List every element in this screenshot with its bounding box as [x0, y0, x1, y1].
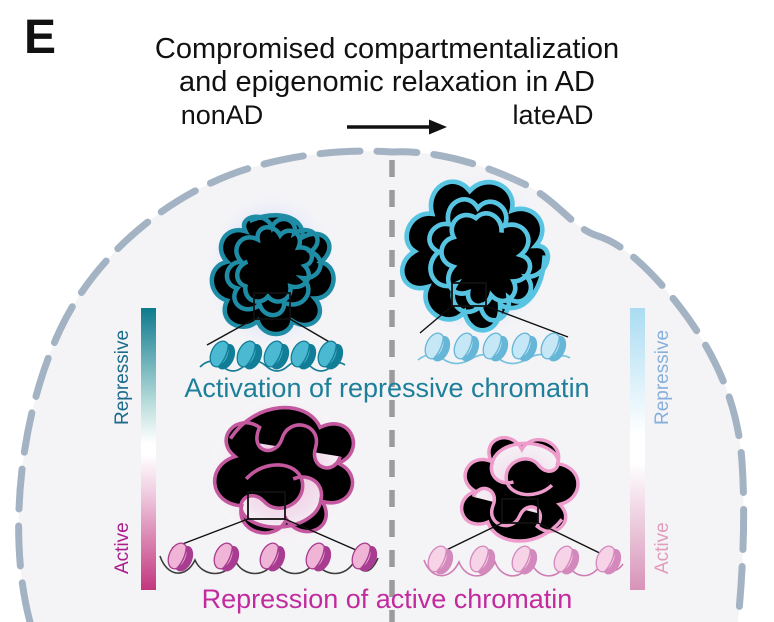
figure-title-line1: Compromised compartmentalization — [154, 33, 620, 65]
nucleosome-chain-repressive-latead — [417, 330, 571, 365]
nucleosome-chain-repressive-nonad — [199, 338, 347, 373]
caption-activation: Activation of repressive chromatin — [184, 373, 590, 403]
figure-title-line2: and epigenomic relaxation in AD — [179, 66, 595, 98]
scale-right-repressive-label: Repressive — [652, 329, 673, 426]
scale-bar-left — [141, 308, 156, 590]
zoom-region-active-nonad — [171, 491, 357, 551]
arrow-right-icon — [347, 119, 447, 135]
chromatin-blob-repressive-nonad — [212, 215, 334, 334]
condition-label-nonad: nonAD — [180, 100, 264, 130]
scale-left-repressive-label: Repressive — [112, 329, 133, 426]
zoom-region-repressive-latead — [419, 282, 569, 338]
nucleosome-chain-active-latead — [423, 543, 625, 578]
condition-label-latead: lateAD — [512, 100, 594, 130]
scale-bar-right — [630, 308, 645, 590]
scale-right-active-label: Active — [652, 522, 673, 574]
nucleosome-chain-active-nonad — [159, 540, 381, 575]
panel-label: E — [24, 11, 57, 64]
caption-repression: Repression of active chromatin — [201, 584, 573, 614]
scale-left-active-label: Active — [112, 522, 133, 574]
brain-dome-outline — [15, 147, 748, 622]
